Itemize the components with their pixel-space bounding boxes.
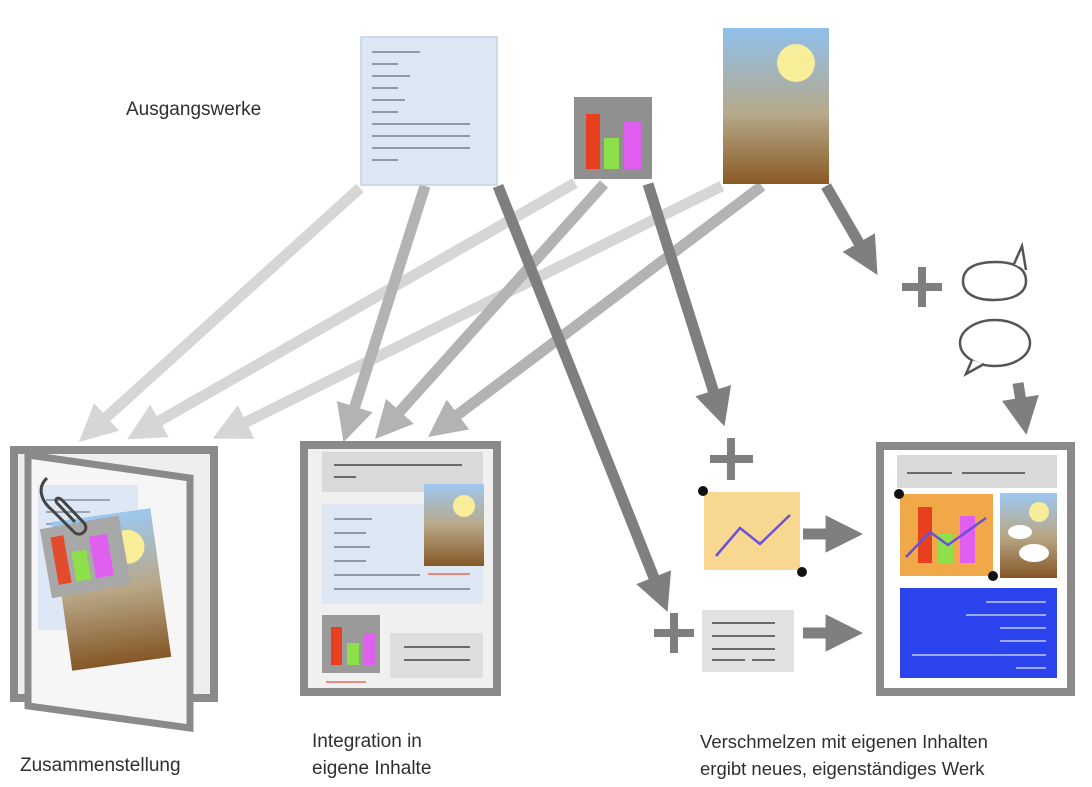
arrow-chart-to-compilation	[127, 178, 578, 440]
plus-icon-chart	[710, 438, 753, 480]
label-source-works-text: Ausgangswerke	[126, 99, 262, 120]
label-compilation-text: Zusammenstellung	[20, 755, 181, 776]
plus-icon-text	[654, 613, 694, 653]
speech-bubble-icon-bottom	[958, 318, 1032, 377]
arrow-bubbles-to-result	[1001, 382, 1039, 435]
label-integration-line1: Integration in	[312, 731, 422, 752]
label-merge-line2: ergibt neues, eigenständiges Werk	[700, 758, 985, 779]
label-merge: Verschmelzen mit eigenen Inhalten ergibt…	[700, 728, 988, 782]
arrow-chart-to-merge	[642, 182, 732, 427]
arrow-text-to-merge	[492, 183, 672, 612]
paperclip-icon	[39, 476, 88, 536]
speech-bubble-icon-top	[961, 241, 1028, 302]
arrow-text-to-compilation	[78, 183, 364, 443]
label-merge-line1: Verschmelzen mit eigenen Inhalten	[700, 731, 988, 752]
integration-page	[300, 441, 501, 696]
source-bar-chart	[574, 97, 652, 179]
arrow-photo-to-compilation	[212, 181, 725, 439]
plus-icon-bubbles	[902, 267, 942, 307]
source-photo	[723, 28, 829, 184]
own-line-chart	[698, 486, 807, 577]
arrow-photo-to-integration	[428, 181, 766, 437]
arrow-photo-to-merge	[821, 183, 878, 275]
arrow-chart-to-integration	[375, 180, 609, 440]
new-work-page	[876, 442, 1075, 696]
label-integration-line2: eigene Inhalte	[312, 758, 432, 779]
label-compilation: Zusammenstellung	[20, 752, 181, 779]
label-integration: Integration in eigene Inhalte	[312, 728, 431, 782]
arrow-text-to-integration	[336, 184, 431, 443]
compilation-binder	[10, 446, 218, 733]
label-source-works: Ausgangswerke	[126, 96, 261, 123]
arrows	[78, 178, 1039, 652]
source-text-document	[360, 36, 498, 186]
own-text-block	[702, 610, 794, 672]
